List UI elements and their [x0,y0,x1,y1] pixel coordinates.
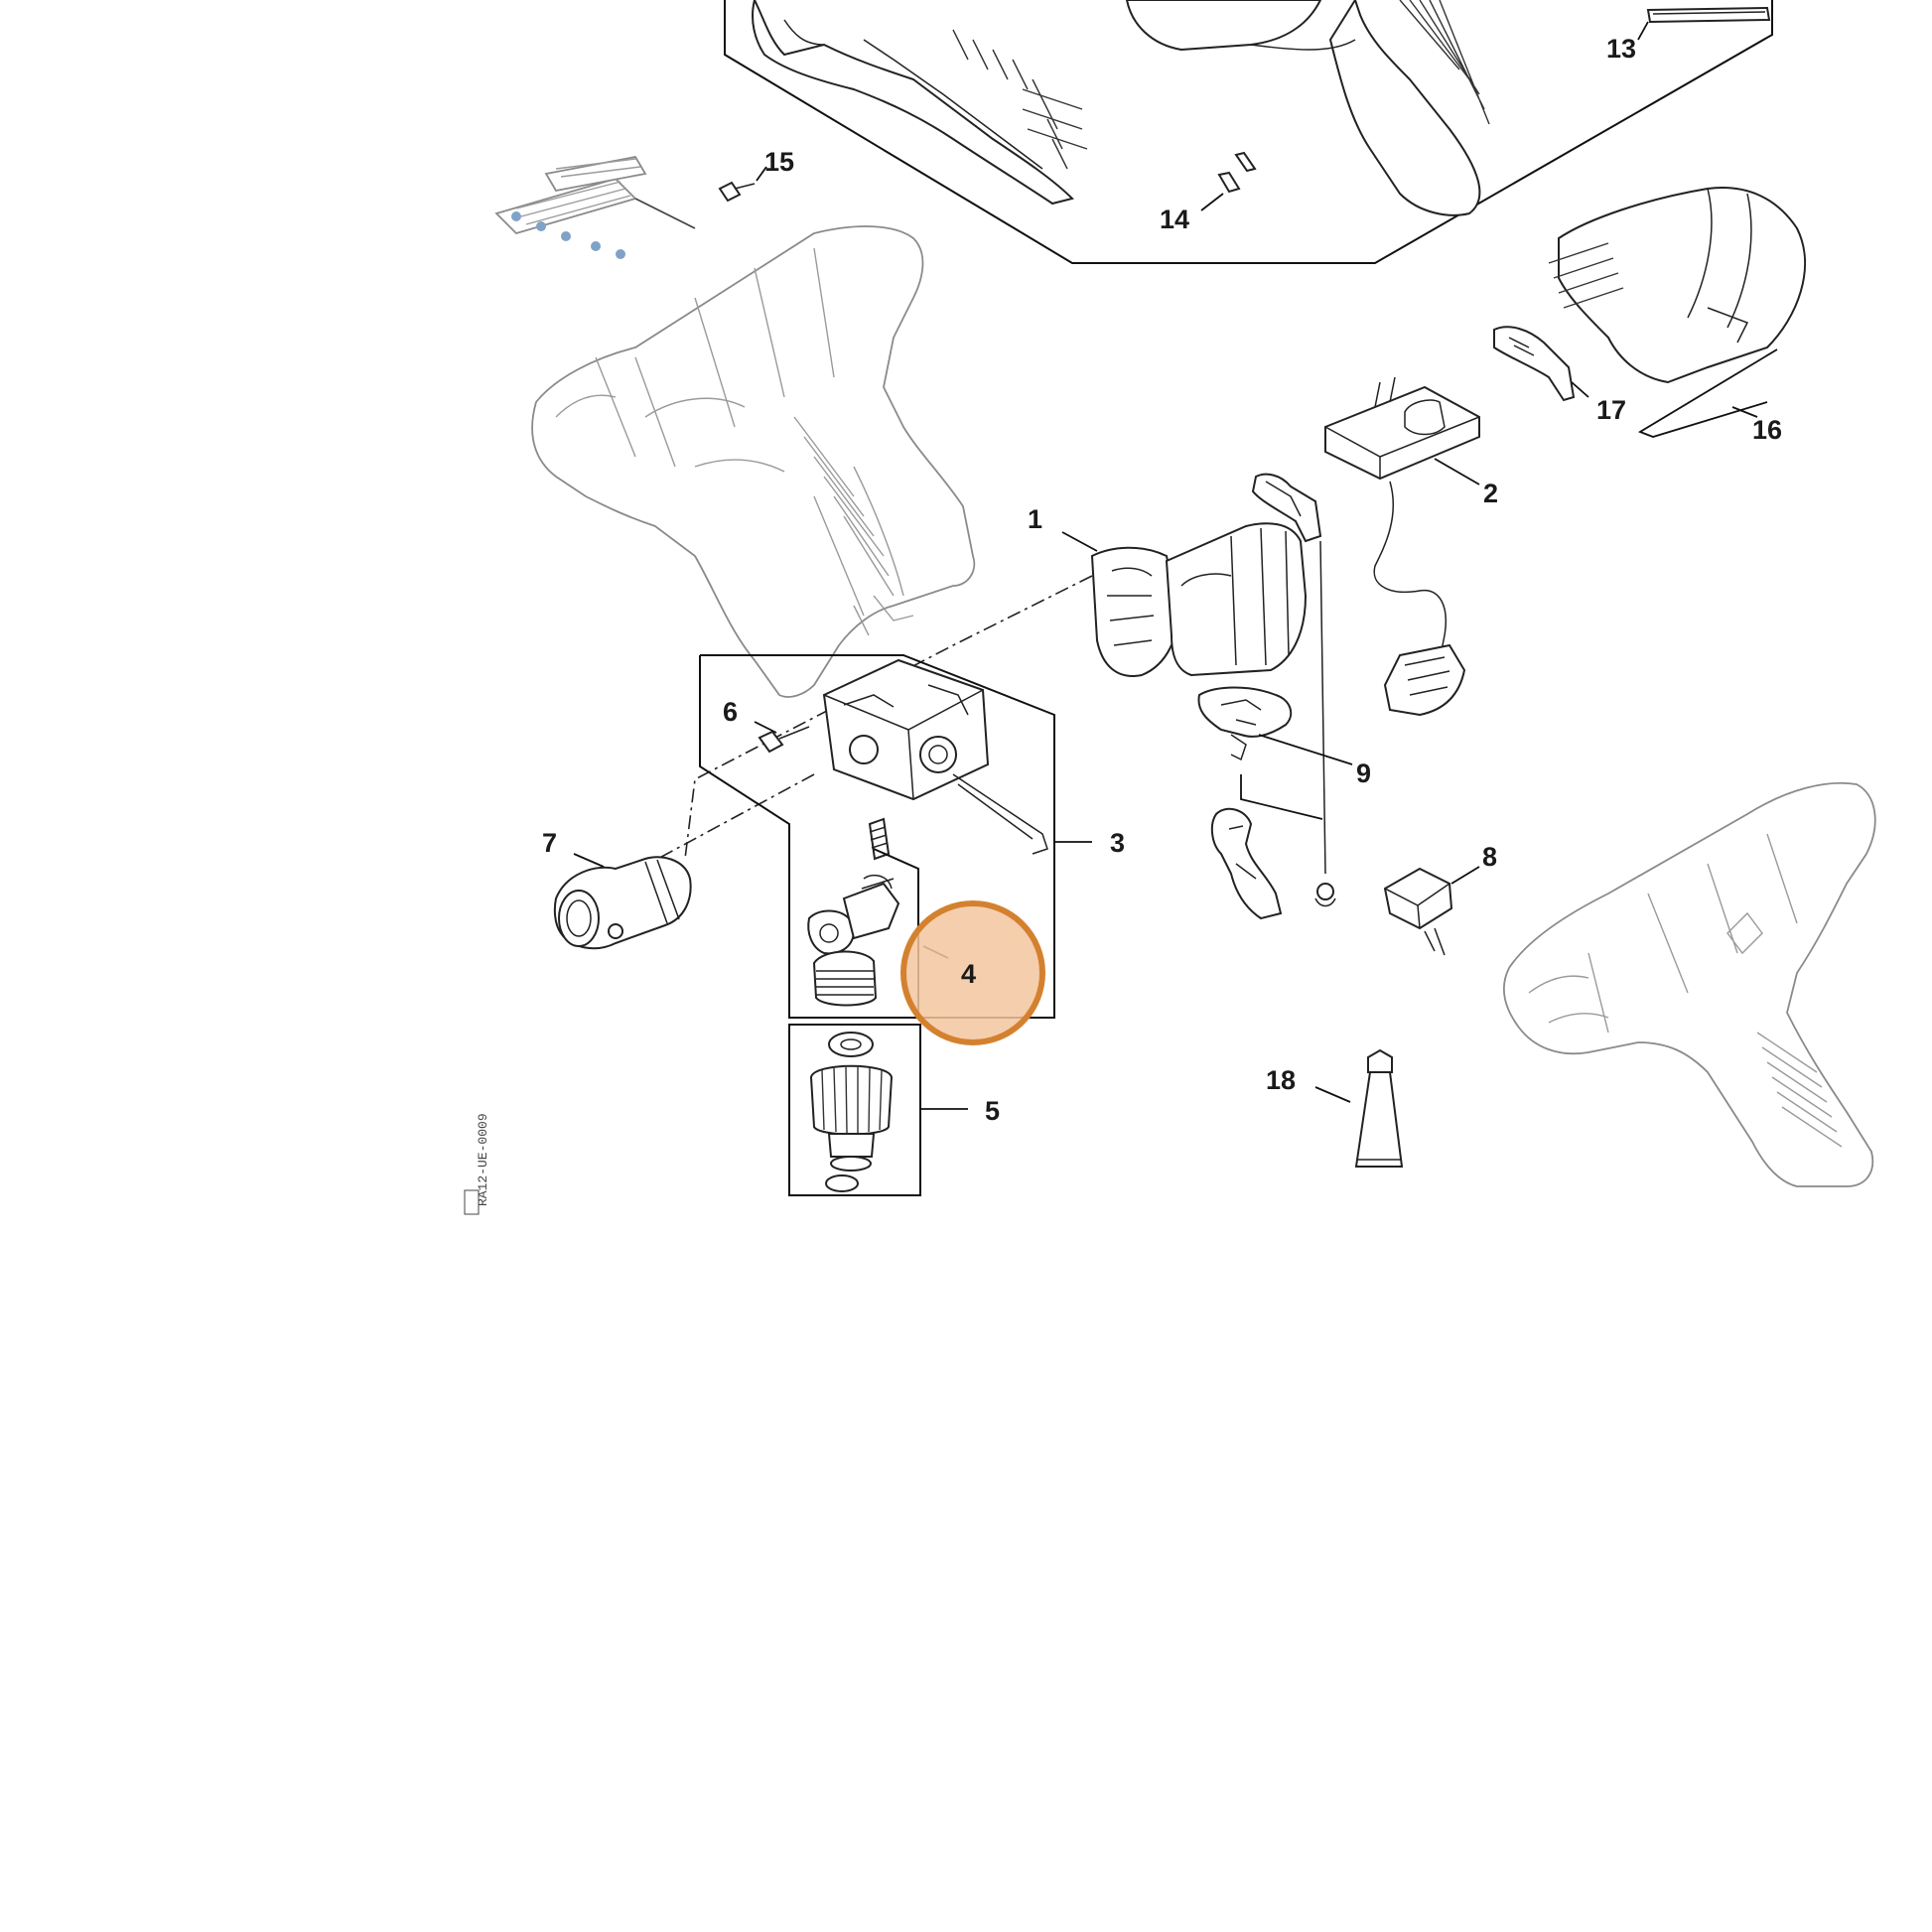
part-2-electronics [1324,376,1480,717]
callout-9[interactable]: 9 [1356,759,1371,788]
callout-16[interactable]: 16 [1752,415,1782,445]
part-15-screw [718,166,767,203]
callout-4[interactable]: 4 [961,959,976,989]
switch-group-bracket [1240,774,1323,820]
callout-2[interactable]: 2 [1483,479,1498,508]
part-switch-button [1210,807,1283,920]
left-housing-half [531,225,976,698]
callout-13[interactable]: 13 [1606,34,1636,64]
callout-5[interactable]: 5 [985,1096,1000,1126]
highlight-marker [900,900,1045,1045]
part-8-switch [1383,866,1480,956]
callout-17[interactable]: 17 [1596,395,1626,425]
top-housing-half-left [752,0,1088,206]
part-14-pins [1200,151,1257,211]
callout-6[interactable]: 6 [723,697,738,727]
label-plates [494,155,696,259]
callout-14[interactable]: 14 [1160,205,1189,234]
callout-8[interactable]: 8 [1482,842,1497,872]
part-3-gearbox [822,658,1048,855]
callout-15[interactable]: 15 [764,147,794,177]
part-5-chuck [809,1032,894,1192]
part-16-cap [1548,187,1806,384]
part-switch-lever [1251,473,1336,907]
drawing-code: RA12-UE-0009 [464,1113,490,1215]
right-housing-half [1502,781,1876,1187]
part-13-plate [1637,6,1771,41]
part-7-sleeve [553,853,692,950]
part-6-screw [754,721,810,754]
part-5-group-frame [788,1024,968,1196]
callout-1[interactable]: 1 [1028,504,1042,534]
part-spring [868,817,891,861]
callout-18[interactable]: 18 [1266,1065,1296,1095]
drawing-code-text: RA12-UE-0009 [476,1113,490,1206]
callout-3[interactable]: 3 [1110,828,1125,858]
part-9-trigger [1197,686,1353,765]
callout-7[interactable]: 7 [542,828,557,858]
part-1-motor [1061,522,1308,677]
part-4-clutch [807,874,949,1007]
top-assembly-frame [724,0,1773,264]
top-housing-half-right [1125,0,1490,216]
part-17-clip [1493,326,1589,402]
part-18-grease-tube [1314,1048,1404,1168]
callout-16-bracket [1637,348,1778,438]
